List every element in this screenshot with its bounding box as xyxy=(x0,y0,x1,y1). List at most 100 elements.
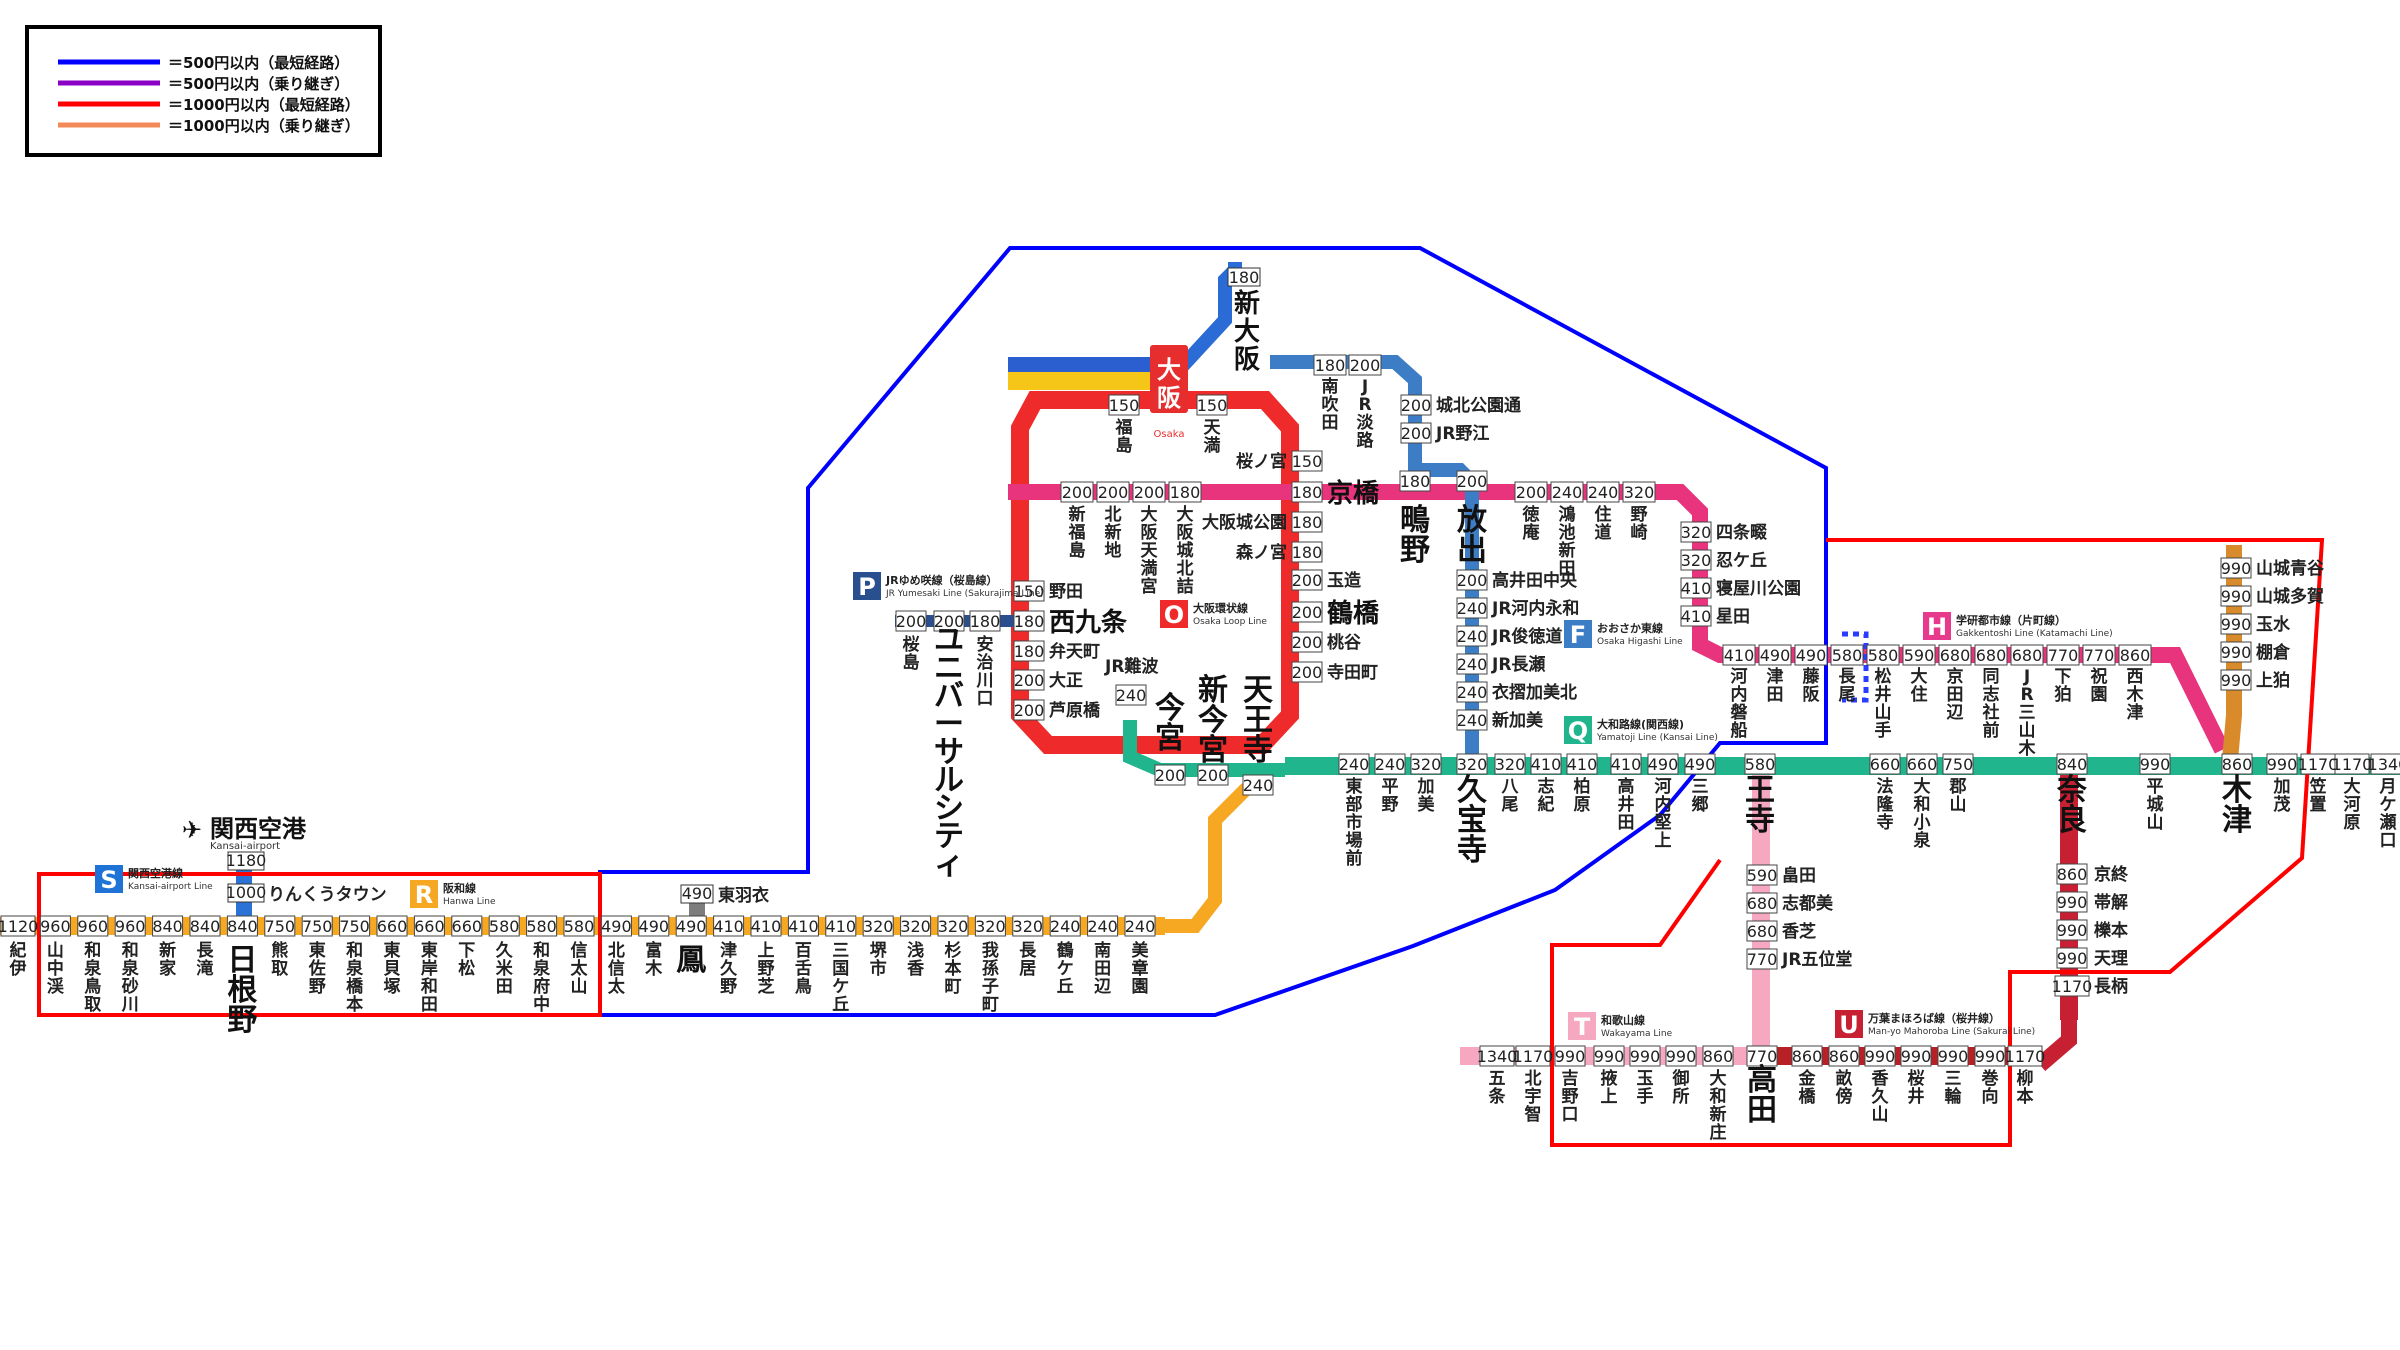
tozai-station-0-fare-box xyxy=(1060,481,1094,503)
tozai-station-8-name: 住道 xyxy=(1595,504,1612,543)
badge-o-roman: Osaka Loop Line xyxy=(1193,617,1267,627)
badge-p-code: P xyxy=(858,573,876,601)
yamatoji-station-16-name: 木津 xyxy=(2221,773,2252,838)
tozai-station-9-fare: 320 xyxy=(1624,483,1655,502)
wakayama-station-4-fare-box xyxy=(1746,1045,1778,1067)
loop-station-7-fare: 200 xyxy=(1292,603,1323,622)
yamatoji-station-13-name: 郡山 xyxy=(1949,777,1967,815)
badge-r-icon xyxy=(410,880,438,908)
sakurai-station-6-fare-box xyxy=(1974,1045,2006,1067)
yamatoji-station-14-name: 奈良 xyxy=(2056,773,2088,838)
hanwa-station-18-name: 鳳 xyxy=(676,943,706,978)
loop-station-4-fare: 180 xyxy=(1292,513,1323,532)
kizu-station-2-fare: 990 xyxy=(2221,615,2252,634)
wakayama-station-11-fare-box xyxy=(1479,1045,1515,1067)
yamatoji-station-16-fare-box xyxy=(2221,753,2253,775)
hanwa-station-27-name: 長居 xyxy=(1019,941,1037,979)
higashi-station-7-fare-box xyxy=(1456,653,1488,675)
loop-station-15-fare-box xyxy=(1013,640,1045,662)
wakayama-station-9-name: 吉野口 xyxy=(1562,1069,1579,1125)
kizu-station-2-fare-box xyxy=(2220,613,2252,635)
loop-station-15-fare: 180 xyxy=(1014,642,1045,661)
badge-p-icon xyxy=(853,572,881,600)
tozai-station-3-fare-box xyxy=(1168,481,1202,503)
hanwa-station-1-fare: 960 xyxy=(40,917,71,936)
higashi-station-0-fare: 180 xyxy=(1315,356,1346,375)
yamatoji-station-16-fare: 860 xyxy=(2222,755,2253,774)
hanwa-station-14-fare: 580 xyxy=(526,917,557,936)
yamatoji-station-15-name: 平城山 xyxy=(2147,777,2164,833)
wakayama-station-0-name: 畠田 xyxy=(1782,865,1816,886)
tozai-station-0-fare: 200 xyxy=(1062,483,1093,502)
kizu-station-4-fare: 990 xyxy=(2221,671,2252,690)
higashi-station-8-fare: 240 xyxy=(1457,683,1488,702)
yamatoji-station-4-fare-box xyxy=(1494,753,1526,775)
loop-station-6-fare: 200 xyxy=(1292,571,1323,590)
hanwa-station-3-fare-box xyxy=(114,915,146,937)
tozai-station-12-fare-box xyxy=(1680,577,1712,599)
loop-station-12-fare-box xyxy=(1154,764,1186,786)
loop-station-17-fare: 150 xyxy=(1014,582,1045,601)
tozai-station-18-fare: 580 xyxy=(1868,646,1899,665)
sakurai-station-10-fare-box xyxy=(1828,1045,1860,1067)
wakayama-line-north xyxy=(1752,775,1770,1055)
higashi-station-5-fare: 240 xyxy=(1457,599,1488,618)
yamatoji-station-2-name: 加美 xyxy=(1417,777,1436,815)
osaka-hub: 大 阪 Osaka xyxy=(1150,345,1188,440)
kizu-station-1-fare: 990 xyxy=(2221,587,2252,606)
hanwa-station-9-fare: 750 xyxy=(339,917,370,936)
gakkentoshi-line xyxy=(1008,484,2230,754)
kizu-station-3-fare-box xyxy=(2220,641,2252,663)
wakayama-station-8-name: 掖上 xyxy=(1601,1068,1618,1107)
hanwa-station-21-fare: 410 xyxy=(788,917,819,936)
hanwa-station-29-fare: 240 xyxy=(1087,917,1118,936)
hanwa-station-4-fare: 840 xyxy=(152,917,183,936)
tozai-station-1-fare-box xyxy=(1096,481,1130,503)
wakayama-station-1-fare-box xyxy=(1746,892,1778,914)
loop-station-7-fare-box xyxy=(1291,601,1323,623)
loop-station-2-name: 桜ノ宮 xyxy=(1236,451,1287,472)
badge-t-code: T xyxy=(1574,1013,1591,1041)
hanwa-station-12-name: 下松 xyxy=(458,941,475,979)
badge-p-name: JRゆめ咲線（桜島線） xyxy=(885,573,998,587)
badge-o-icon xyxy=(1160,600,1188,628)
hanwa-station-14-name: 和泉府中 xyxy=(532,941,551,1015)
badge-t-roman: Wakayama Line xyxy=(1601,1029,1673,1039)
legend-label-3: ＝1000円以内（最短経路） xyxy=(168,96,360,114)
sakurai-station-2-fare: 990 xyxy=(2057,921,2088,940)
wakayama-station-7-fare-box xyxy=(1629,1045,1661,1067)
loop-station-2-fare: 150 xyxy=(1292,452,1323,471)
hanwa-station-11-fare: 660 xyxy=(414,917,445,936)
tozai-station-13-fare: 410 xyxy=(1681,607,1712,626)
tozai-station-7-fare: 240 xyxy=(1552,483,1583,502)
sakurai-station-4-fare-box xyxy=(2054,975,2090,997)
badge-s-icon xyxy=(95,865,123,893)
yume-station-0-fare-box xyxy=(895,610,927,632)
sakurai-station-3-name: 天理 xyxy=(2094,949,2128,969)
yamatoji-station-17-fare: 990 xyxy=(2267,755,2298,774)
loop-station-5-fare: 180 xyxy=(1292,543,1323,562)
yume-station-2-name: 安治川口 xyxy=(976,634,994,709)
tozai-station-0-name: 新福島 xyxy=(1068,504,1086,561)
higashi-station-3-fare-box xyxy=(1400,422,1432,444)
tozai-station-25-fare: 860 xyxy=(2120,646,2151,665)
higashi-station-4-fare-box xyxy=(1456,569,1488,591)
higashi-station-0-fare-box xyxy=(1313,354,1347,376)
tozai-station-15-fare: 490 xyxy=(1760,646,1791,665)
tozai-station-12-name: 寝屋川公園 xyxy=(1716,578,1801,599)
badge-p-roman: JR Yumesaki Line (Sakurajima Line) xyxy=(885,589,1044,599)
yume-station-2-fare-box xyxy=(969,610,1001,632)
wakayama-station-6-fare-box xyxy=(1665,1045,1697,1067)
yamatoji-station-14-fare: 840 xyxy=(2057,755,2088,774)
yamatoji-stations: 240東部市場前240平野320加美320久宝寺320八尾410志紀410柏原4… xyxy=(1338,753,2400,869)
badge-s-code: S xyxy=(100,866,117,894)
hanwa-station-17-fare-box xyxy=(638,915,670,937)
higashi-station-4-name: 高井田中央 xyxy=(1492,570,1578,591)
tozai-station-16-fare: 490 xyxy=(1796,646,1827,665)
hanwa-station-11-name: 東岸和田 xyxy=(421,940,438,1015)
wakayama-station-11-fare: 1340 xyxy=(1477,1047,1518,1066)
loop-station-14-name: 大正 xyxy=(1049,670,1083,691)
kansai-airport-name: 関西空港 xyxy=(210,815,307,843)
